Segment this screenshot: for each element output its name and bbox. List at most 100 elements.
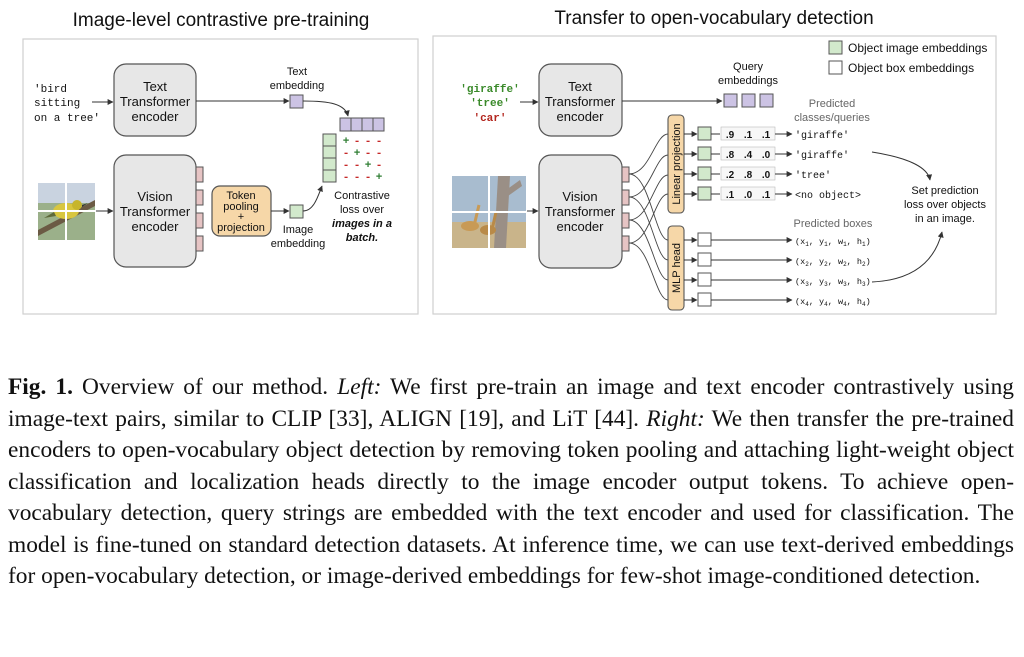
left-output-tokens xyxy=(195,166,204,252)
svg-text:'giraffe': 'giraffe' xyxy=(795,130,849,142)
text-encoder-label: Text Transformer encoder xyxy=(120,79,191,124)
right-output-tokens xyxy=(621,166,630,252)
class-score-matrix: .9 .1 .1 .8 .4 .0 .2 .8 .0 .1 .0 .1 'gir… xyxy=(720,126,861,202)
image-embedding-label: Image embedding xyxy=(271,224,325,250)
svg-text:Query: Query xyxy=(733,61,763,73)
svg-text:-: - xyxy=(354,136,361,148)
svg-text:.1: .1 xyxy=(762,190,771,201)
text-embedding-label: Text embedding xyxy=(270,66,324,92)
linear-projection-label: Linear projection xyxy=(671,123,683,204)
predicted-boxes: (x1, y1, w1, h1) (x2, y2, w2, h2) (x3, y… xyxy=(795,237,871,308)
query-embedding-squares xyxy=(723,93,774,108)
svg-text:(x1, y1, w1, h1): (x1, y1, w1, h1) xyxy=(795,237,871,248)
svg-text:batch.: batch. xyxy=(346,232,378,244)
legend: Object image embeddings Object box embed… xyxy=(828,40,987,75)
svg-text:embedding: embedding xyxy=(270,80,324,92)
predicted-classes-title: Predicted classes/queries xyxy=(794,98,870,124)
svg-text:'giraffe': 'giraffe' xyxy=(795,150,849,162)
svg-text:(x3, y3, w3, h3): (x3, y3, w3, h3) xyxy=(795,277,871,288)
svg-text:encoder: encoder xyxy=(132,109,180,124)
svg-text:+: + xyxy=(343,136,350,148)
svg-text:Object image embeddings: Object image embeddings xyxy=(848,41,987,55)
svg-text:-: - xyxy=(376,160,383,172)
svg-text:Text: Text xyxy=(287,66,307,78)
left-panel-frame xyxy=(22,38,419,315)
caption-sentence-1: Overview of our method. xyxy=(82,374,329,400)
svg-text:loss over objects: loss over objects xyxy=(904,199,986,211)
right-vision-encoder-label: Vision Transformer encoder xyxy=(545,189,616,234)
svg-text:-: - xyxy=(343,148,350,160)
image-embedding-square xyxy=(289,204,304,219)
svg-text:.0: .0 xyxy=(762,170,771,181)
svg-text:-: - xyxy=(354,172,361,184)
svg-text:.1: .1 xyxy=(762,130,771,141)
contrastive-matrix: +--- -+-- --+- ---+ xyxy=(322,117,385,184)
svg-text:Text: Text xyxy=(143,79,167,94)
svg-text:classes/queries: classes/queries xyxy=(794,112,870,124)
bird-image xyxy=(38,183,95,240)
svg-text:images in a: images in a xyxy=(332,218,392,230)
object-image-embeddings xyxy=(684,126,720,201)
svg-text:Object box embeddings: Object box embeddings xyxy=(848,61,974,75)
input-text: 'bird sitting on a tree' xyxy=(34,84,100,125)
query-strings: 'giraffe' 'tree' 'car' xyxy=(460,84,519,125)
svg-text:encoder: encoder xyxy=(557,219,605,234)
svg-text:.1: .1 xyxy=(744,130,753,141)
caption-sentence-3: We then transfer the pre-trained encoder… xyxy=(8,405,1014,590)
svg-text:-: - xyxy=(365,136,372,148)
svg-text:'tree': 'tree' xyxy=(795,170,831,182)
vision-encoder-box xyxy=(113,154,197,268)
svg-text:-: - xyxy=(343,160,350,172)
svg-text:Transformer: Transformer xyxy=(545,94,616,109)
svg-text:Set prediction: Set prediction xyxy=(911,185,978,197)
right-text-encoder-box xyxy=(538,63,623,137)
query-embeddings-label: Query embeddings xyxy=(718,61,778,87)
svg-text:.2: .2 xyxy=(726,170,735,181)
predicted-boxes-title: Predicted boxes xyxy=(794,218,873,230)
svg-text:Transformer: Transformer xyxy=(120,204,191,219)
svg-text:Token: Token xyxy=(226,190,255,202)
svg-text:.0: .0 xyxy=(762,150,771,161)
svg-text:loss over: loss over xyxy=(340,204,384,216)
svg-text:(x4, y4, w4, h4): (x4, y4, w4, h4) xyxy=(795,297,871,308)
svg-text:encoder: encoder xyxy=(132,219,180,234)
caption-right-label: Right: xyxy=(646,405,705,432)
svg-text:+: + xyxy=(376,172,383,184)
svg-text:Text: Text xyxy=(568,79,592,94)
contrastive-loss-label: Contrastive loss over images in a batch. xyxy=(332,190,392,244)
figure-caption: Fig. 1. Overview of our method. Left: We… xyxy=(8,372,1014,593)
linear-projection-box xyxy=(667,114,685,214)
svg-text:Transformer: Transformer xyxy=(120,94,191,109)
text-encoder-box xyxy=(113,63,197,137)
svg-text:Vision: Vision xyxy=(562,189,597,204)
svg-text:+: + xyxy=(238,211,244,223)
right-panel-title: Transfer to open-vocabulary detection xyxy=(554,8,873,29)
svg-text:-: - xyxy=(354,160,361,172)
svg-text:.0: .0 xyxy=(744,190,753,201)
caption-left-label: Left: xyxy=(337,374,382,400)
token-pooling-label: Token pooling + projection xyxy=(217,190,265,234)
svg-text:Predicted: Predicted xyxy=(809,98,855,110)
svg-text:embedding: embedding xyxy=(271,238,325,250)
vision-encoder-label: Vision Transformer encoder xyxy=(120,189,191,234)
svg-text:sitting: sitting xyxy=(34,98,80,110)
right-panel-frame xyxy=(432,35,997,315)
svg-text:Contrastive: Contrastive xyxy=(334,190,390,202)
object-box-embeddings xyxy=(684,232,793,307)
svg-text:-: - xyxy=(365,172,372,184)
right-vision-encoder-box xyxy=(538,154,623,269)
svg-text:<no object>: <no object> xyxy=(795,190,861,202)
svg-text:pooling: pooling xyxy=(223,201,258,213)
set-prediction-loss-label: Set prediction loss over objects in an i… xyxy=(904,185,986,225)
left-panel-title: Image-level contrastive pre-training xyxy=(73,10,370,31)
svg-text:(x2, y2, w2, h2): (x2, y2, w2, h2) xyxy=(795,257,871,268)
caption-label: Fig. 1. xyxy=(8,374,73,400)
svg-text:.8: .8 xyxy=(744,170,753,181)
svg-text:.9: .9 xyxy=(726,130,735,141)
svg-text:-: - xyxy=(376,148,383,160)
right-text-encoder-label: Text Transformer encoder xyxy=(545,79,616,124)
svg-text:Vision: Vision xyxy=(137,189,172,204)
mlp-head-box xyxy=(667,225,685,311)
svg-text:in an image.: in an image. xyxy=(915,213,975,225)
svg-text:-: - xyxy=(376,136,383,148)
